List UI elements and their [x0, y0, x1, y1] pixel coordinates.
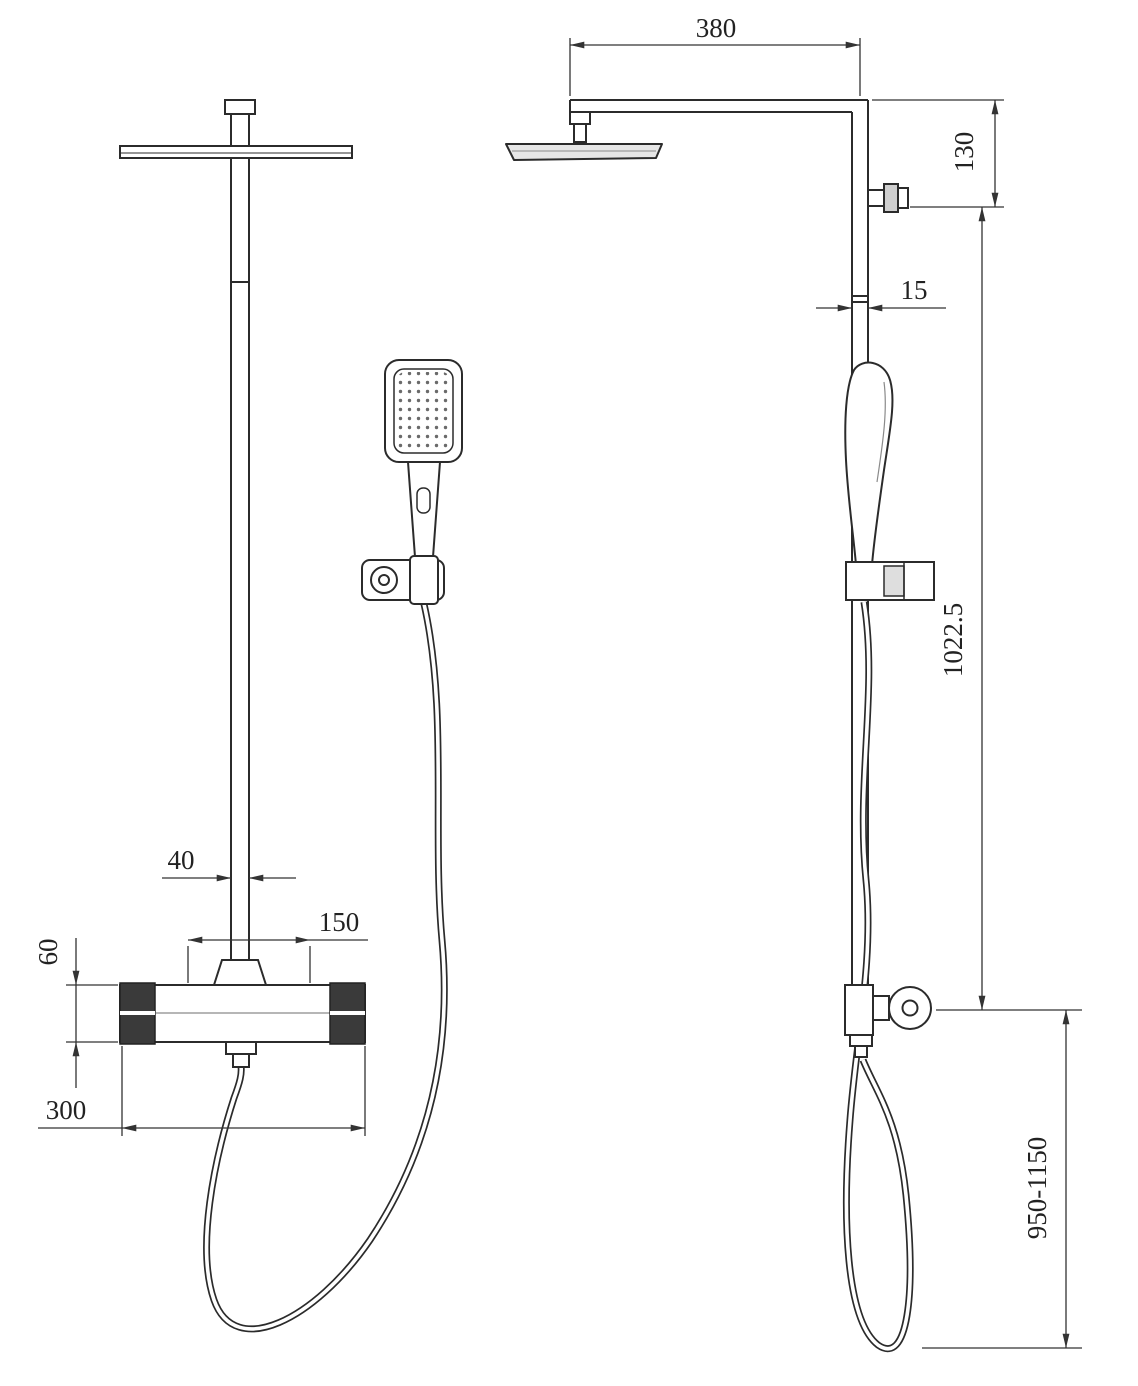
dimension-arm-length: 380: [569, 13, 861, 96]
hand-shower-holder-front: [361, 555, 445, 605]
rain-head-connector-front: [224, 99, 256, 147]
hose-inner: [204, 603, 447, 1331]
hose-outer: [843, 601, 914, 1353]
dimension-column-height: 1022.5: [936, 207, 1082, 1011]
holder-knob-center: [378, 574, 390, 586]
hand-shower-front: [384, 359, 463, 558]
dimension-pipe-size: 15: [816, 275, 946, 312]
inlet-elbow-side: [844, 984, 932, 1058]
hand-shower-holder-side: [845, 561, 935, 601]
dim-150-label: 150: [319, 907, 360, 937]
holder-sleeve: [409, 555, 439, 605]
holder-clamp-side: [883, 565, 905, 597]
dim-150-extensions: [187, 946, 311, 983]
wall-bracket-flange: [883, 183, 899, 213]
rain-head-connector-side: [569, 111, 591, 143]
shower-hose-side: [843, 601, 914, 1353]
dim-1022-label: 1022.5: [938, 603, 968, 677]
dim-300-label: 300: [46, 1095, 87, 1125]
side-view: 380 130 15 1022.5 950-1150: [505, 13, 1082, 1353]
dim-60-label: 60: [33, 939, 63, 966]
dim-130-label: 130: [949, 132, 979, 173]
dimension-hose-drop-range: 950-1150: [922, 1010, 1082, 1349]
hand-shower-side-line: [876, 381, 886, 483]
dimension-pipe-width: 40: [162, 845, 296, 882]
dim-950-label: 950-1150: [1022, 1137, 1052, 1240]
mixer-hose-outlet: [225, 1041, 257, 1068]
dim-380-extensions: [569, 38, 861, 96]
dimension-outlet-spacing: 150: [187, 907, 368, 983]
dimension-arm-to-bracket: 130: [872, 99, 1004, 208]
shower-hose-front: [203, 603, 448, 1333]
dim-60-extensions: [66, 984, 118, 1043]
hand-shower-button: [416, 487, 431, 514]
dimension-valve-height: 60: [33, 938, 118, 1088]
rain-head-plate-front: [119, 145, 353, 159]
rain-head-plate-side: [505, 143, 663, 161]
mixer-top-connector: [212, 959, 268, 986]
dimension-valve-width: 300: [38, 1046, 366, 1136]
elbow-neck: [872, 995, 890, 1021]
hand-shower-nozzles: [397, 372, 450, 450]
dim-130-extensions: [872, 99, 1004, 208]
dim-300-extensions: [121, 1046, 366, 1136]
riser-pipe-front: [230, 158, 250, 983]
dim-15-label: 15: [901, 275, 928, 305]
mixer-valve-front: [119, 959, 366, 1068]
dim-380-label: 380: [696, 13, 737, 43]
dim-40-label: 40: [168, 845, 195, 875]
hose-inner: [844, 601, 912, 1351]
elbow-body: [844, 984, 874, 1036]
shower-arm-side: [569, 99, 868, 113]
hand-shower-side: [844, 361, 894, 566]
front-view: 40 150 60 300: [33, 99, 463, 1333]
elbow-flange-center: [901, 999, 919, 1017]
elbow-hose-nut: [849, 1034, 873, 1058]
